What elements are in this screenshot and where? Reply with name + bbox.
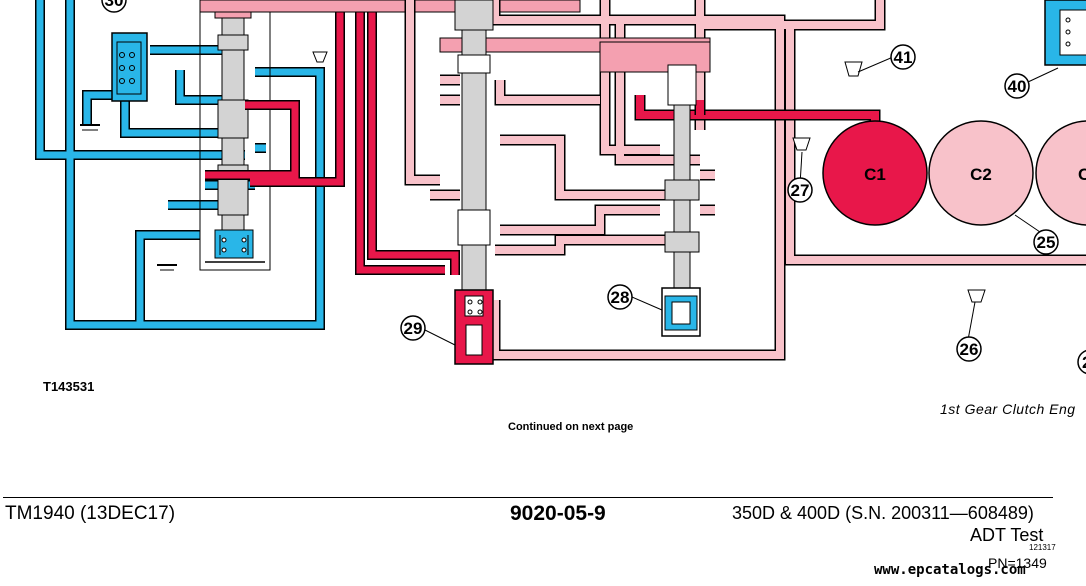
callout-40: 40 — [1008, 77, 1027, 96]
clutch-c3-label: C — [1078, 165, 1086, 184]
figure-caption: 1st Gear Clutch Eng — [940, 401, 1076, 417]
callout-25: 25 — [1037, 233, 1056, 252]
callout-27: 27 — [791, 181, 810, 200]
clutches — [822, 120, 1086, 226]
footer-rule — [3, 497, 1053, 498]
callout-26: 26 — [960, 340, 979, 359]
callout-circles — [101, 0, 1086, 375]
clutch-c1 — [822, 120, 928, 226]
manual-code: TM1940 (13DEC17) — [5, 503, 176, 524]
callout-29: 29 — [404, 319, 423, 338]
valve-30 — [111, 32, 148, 102]
watermark: www.epcatalogs.com — [874, 562, 1026, 578]
model-range: 350D & 400D (S.N. 200311—608489) — [732, 503, 1034, 523]
pink-circuits — [404, 0, 1086, 361]
clutch-c1-label: C1 — [864, 165, 886, 184]
hydraulic-schematic: C1 C2 C 30 41 40 27 25 28 29 26 2 — [35, 0, 1086, 375]
clutch-c3 — [1035, 120, 1086, 226]
callout-2: 2 — [1082, 353, 1086, 372]
callout-28: 28 — [611, 288, 630, 307]
valve-40 — [1044, 0, 1086, 66]
continued-note: Continued on next page — [508, 421, 634, 433]
center-valve — [454, 0, 494, 365]
small-code: 121317 — [1029, 543, 1056, 552]
right-valve — [661, 64, 701, 337]
orifices — [312, 51, 986, 303]
page-number: 9020-05-9 — [510, 502, 606, 525]
clutch-c2-label: C2 — [970, 165, 992, 184]
clutch-c2 — [928, 120, 1034, 226]
section-title: ADT Test — [970, 525, 1044, 545]
red-c1-feed — [634, 95, 881, 125]
blue-circuit — [35, 0, 325, 330]
callout-30: 30 — [105, 0, 124, 10]
red-lines-left — [205, 0, 460, 275]
pn-number: PN=1349 — [988, 555, 1047, 571]
figure-id: T143531 — [43, 379, 95, 394]
callout-41: 41 — [894, 48, 913, 67]
